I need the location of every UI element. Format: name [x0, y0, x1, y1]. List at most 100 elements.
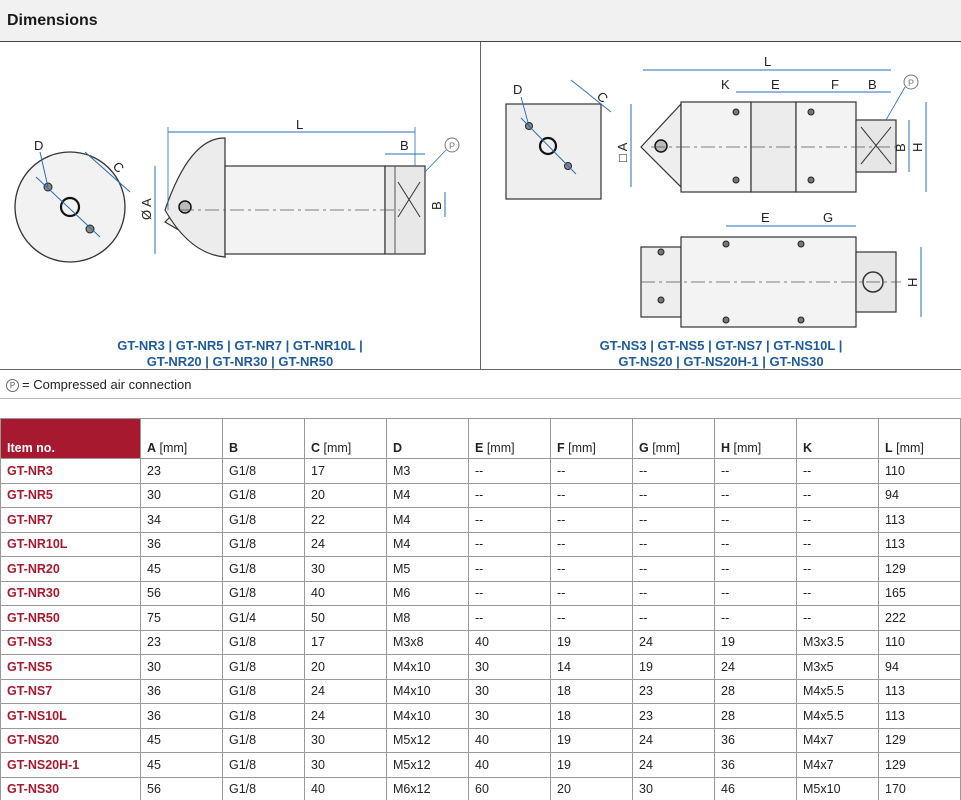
- p-symbol-icon: P: [449, 141, 455, 151]
- table-cell: 110: [878, 629, 961, 655]
- table-cell: M4: [386, 531, 469, 557]
- label-f: F: [831, 77, 839, 92]
- table-cell: M3x3.5: [796, 629, 879, 655]
- table-cell: 36: [714, 727, 797, 753]
- caption-item: GT-NR7: [234, 338, 283, 353]
- table-cell: G1/8: [222, 482, 305, 508]
- table-cell: 24: [632, 629, 715, 655]
- table-cell: M4x5.5: [796, 678, 879, 704]
- table-cell: 129: [878, 556, 961, 582]
- table-cell: 36: [714, 752, 797, 778]
- table-cell: --: [796, 507, 879, 533]
- drawing-area: D C L B Ø A B P GT-NR3 | GT-NR5 | GT-NR7…: [0, 42, 961, 370]
- dimensions-table: Item no. A [mm] B C [mm] D E [mm] F [mm]…: [0, 418, 961, 800]
- table-cell: 129: [878, 752, 961, 778]
- item-number-cell: GT-NR5: [0, 482, 141, 508]
- table-cell: 36: [140, 531, 223, 557]
- label-l-sq: L: [764, 54, 771, 69]
- item-number-cell: GT-NR3: [0, 458, 141, 484]
- table-cell: 24: [304, 678, 387, 704]
- round-body-drawing-svg: D C L B Ø A B P: [14, 117, 460, 263]
- table-cell: --: [714, 531, 797, 557]
- table-cell: --: [550, 507, 633, 533]
- table-cell: G1/8: [222, 752, 305, 778]
- table-cell: 23: [140, 458, 223, 484]
- table-cell: 30: [632, 776, 715, 800]
- table-cell: 30: [468, 654, 551, 680]
- table-cell: 113: [878, 678, 961, 704]
- table-cell: 40: [304, 776, 387, 800]
- table-cell: --: [550, 458, 633, 484]
- item-number-cell: GT-NR30: [0, 580, 141, 606]
- header-e: E [mm]: [468, 418, 551, 459]
- caption-item: GT-NS10L: [773, 338, 836, 353]
- table-cell: --: [632, 580, 715, 606]
- table-cell: 17: [304, 458, 387, 484]
- item-number-cell: GT-NR7: [0, 507, 141, 533]
- label-b-top: B: [400, 138, 409, 153]
- legend-text: = Compressed air connection: [22, 377, 192, 392]
- table-cell: M3: [386, 458, 469, 484]
- table-cell: 18: [550, 678, 633, 704]
- table-cell: --: [632, 482, 715, 508]
- table-cell: G1/8: [222, 556, 305, 582]
- table-cell: 45: [140, 727, 223, 753]
- table-cell: 24: [304, 531, 387, 557]
- header-l: L [mm]: [878, 418, 961, 459]
- drawing-round-body: D C L B Ø A B P GT-NR3 | GT-NR5 | GT-NR7…: [0, 42, 481, 370]
- item-number-cell: GT-NS10L: [0, 703, 141, 729]
- table-cell: M5x12: [386, 752, 469, 778]
- table-cell: --: [468, 580, 551, 606]
- table-cell: --: [714, 605, 797, 631]
- header-b: B: [222, 418, 305, 459]
- table-cell: 20: [304, 482, 387, 508]
- table-cell: 113: [878, 507, 961, 533]
- p-symbol-icon: P: [908, 78, 914, 88]
- item-number-cell: GT-NS3: [0, 629, 141, 655]
- table-cell: --: [796, 458, 879, 484]
- table-cell: M5: [386, 556, 469, 582]
- table-cell: --: [632, 531, 715, 557]
- table-cell: --: [714, 507, 797, 533]
- table-cell: 56: [140, 776, 223, 800]
- table-cell: 19: [632, 654, 715, 680]
- label-k: K: [721, 77, 730, 92]
- table-cell: 60: [468, 776, 551, 800]
- table-cell: G1/8: [222, 458, 305, 484]
- table-cell: 30: [468, 678, 551, 704]
- table-cell: 56: [140, 580, 223, 606]
- table-cell: M4x5.5: [796, 703, 879, 729]
- label-c-sq: C: [594, 89, 611, 106]
- table-cell: 40: [304, 580, 387, 606]
- table-cell: G1/8: [222, 727, 305, 753]
- table-cell: --: [796, 605, 879, 631]
- header-a: A [mm]: [140, 418, 223, 459]
- table-cell: --: [796, 556, 879, 582]
- item-number-cell: GT-NS20H-1: [0, 752, 141, 778]
- table-cell: --: [550, 605, 633, 631]
- caption-item: GT-NR5: [175, 338, 224, 353]
- caption-item: GT-NR30: [212, 354, 268, 369]
- table-cell: 113: [878, 531, 961, 557]
- item-number-cell: GT-NR20: [0, 556, 141, 582]
- table-cell: M5x10: [796, 776, 879, 800]
- caption-square: GT-NS3 | GT-NS5 | GT-NS7 | GT-NS10L | GT…: [599, 338, 843, 369]
- label-g: G: [823, 210, 833, 225]
- label-d-sq: D: [513, 82, 522, 97]
- caption-item: GT-NS20H-1: [683, 354, 759, 369]
- caption-item: GT-NS3: [599, 338, 647, 353]
- table-cell: 94: [878, 654, 961, 680]
- caption-item: GT-NR3: [117, 338, 165, 353]
- table-cell: G1/8: [222, 531, 305, 557]
- label-b-sq: B: [868, 77, 877, 92]
- table-cell: M4: [386, 507, 469, 533]
